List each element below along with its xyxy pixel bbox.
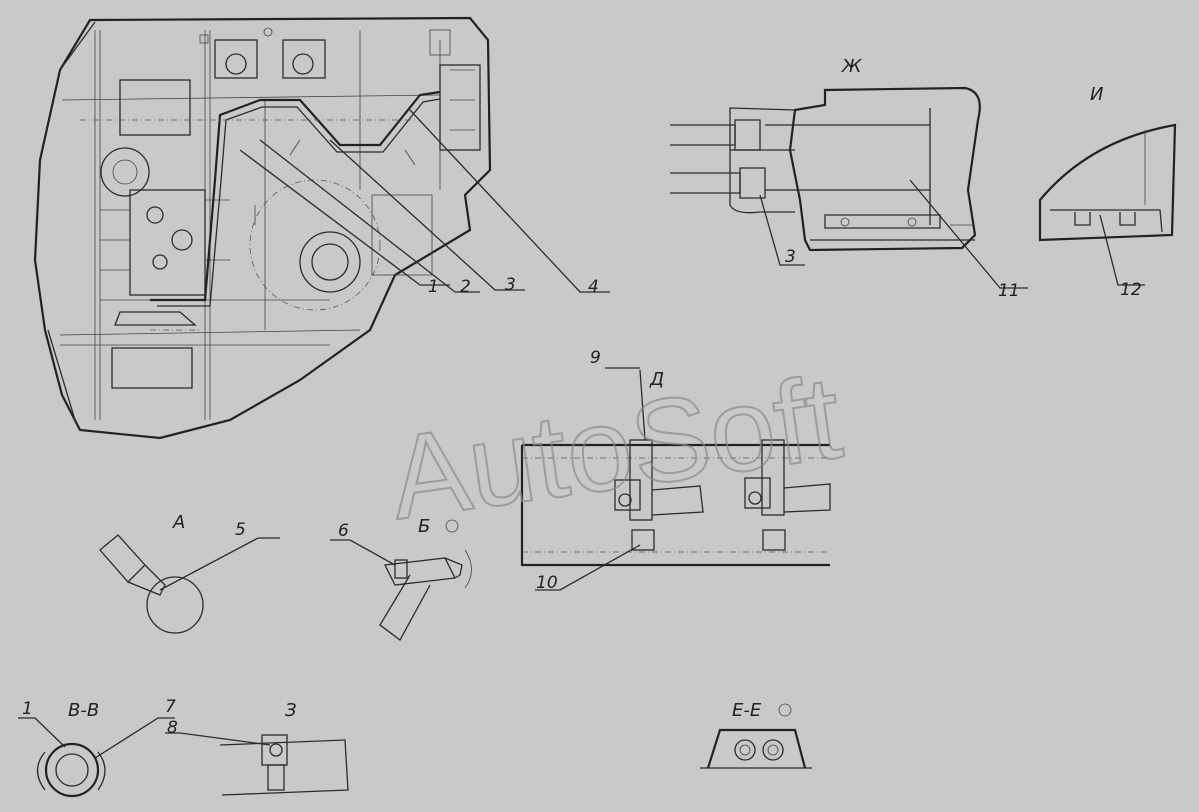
view-label-i: И xyxy=(1090,84,1103,105)
section-vv xyxy=(18,717,175,798)
callout-7: 7 xyxy=(165,697,176,717)
detail-b xyxy=(330,539,472,641)
callout-12: 12 xyxy=(1120,280,1142,300)
callout-6: 6 xyxy=(338,521,349,541)
callout-10: 10 xyxy=(536,573,558,593)
view-label-a: А xyxy=(172,512,185,533)
callout-11: 11 xyxy=(998,281,1020,301)
view-d xyxy=(520,367,831,591)
callout-1-section: 1 xyxy=(22,699,33,719)
view-label-vv: В-В xyxy=(68,700,99,721)
detail-z xyxy=(165,732,349,796)
main-view xyxy=(33,16,610,440)
view-label-d: Д xyxy=(649,369,664,390)
callout-3-main: 3 xyxy=(505,275,516,295)
view-label-b: Б xyxy=(418,516,430,537)
view-label-zh: Ж xyxy=(841,56,862,77)
view-label-ee: Е-Е xyxy=(732,700,762,721)
callout-4: 4 xyxy=(588,277,599,297)
view-label-z: З xyxy=(285,700,297,721)
watermark: AutoSoft xyxy=(382,351,849,545)
view-rotation-icon-ee xyxy=(778,703,792,717)
callout-5: 5 xyxy=(235,520,246,540)
section-ee xyxy=(700,728,812,769)
view-rotation-icon-b xyxy=(445,519,459,533)
callout-9: 9 xyxy=(590,348,601,368)
detail-a xyxy=(99,534,280,634)
callout-1: 1 xyxy=(428,277,439,297)
callout-2: 2 xyxy=(460,277,471,297)
view-zh xyxy=(670,86,1028,289)
callout-3-view-zh: 3 xyxy=(785,247,796,267)
view-i xyxy=(1038,123,1177,286)
callout-8: 8 xyxy=(167,718,178,738)
